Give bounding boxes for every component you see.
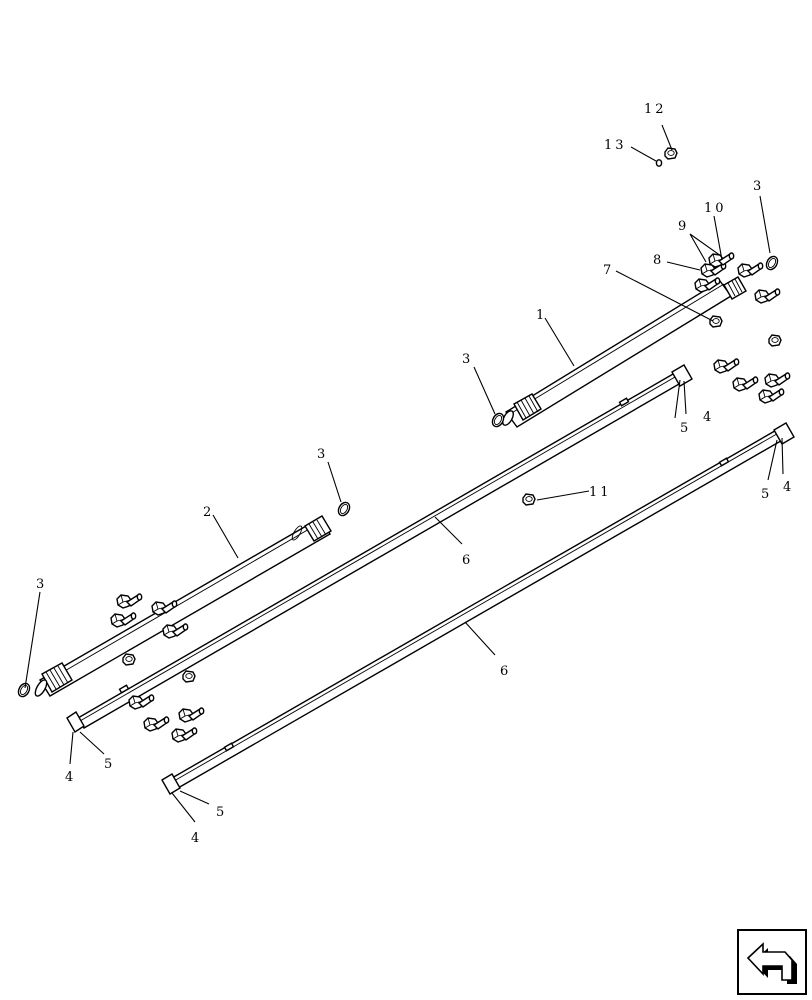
callout-1: 1 — [536, 308, 547, 323]
callout-3-mid: 3 — [317, 447, 328, 462]
rod-6-lower — [161, 422, 795, 795]
callout-12: 12 — [644, 102, 667, 117]
callout-labels: 12 13 10 9 8 3 7 1 3 4 5 11 4 5 3 2 6 3 … — [36, 102, 794, 846]
callout-5-right: 5 — [761, 487, 772, 502]
callout-11: 11 — [589, 485, 612, 500]
callout-3-left: 3 — [36, 577, 47, 592]
callout-4-right: 4 — [783, 480, 794, 495]
rod-6-upper — [66, 364, 693, 733]
return-arrow-icon — [746, 942, 797, 984]
callout-5-upper: 5 — [680, 421, 691, 436]
callout-3-upper-mid: 3 — [462, 352, 473, 367]
callout-4-upper: 4 — [703, 410, 714, 425]
callout-8: 8 — [653, 253, 664, 268]
callout-5-bottom: 5 — [216, 805, 227, 820]
callout-3-top-right: 3 — [753, 179, 764, 194]
snap-ring-3-upper-mid — [489, 410, 507, 430]
shaft-1 — [502, 276, 747, 428]
snap-ring-3-top-right — [763, 253, 781, 273]
callout-9: 9 — [678, 219, 689, 234]
callout-2: 2 — [203, 505, 214, 520]
washer-13 — [655, 159, 663, 167]
callout-10: 10 — [704, 201, 727, 216]
callout-7: 7 — [603, 263, 614, 278]
callout-5-left: 5 — [104, 757, 115, 772]
callout-13: 13 — [604, 138, 627, 153]
return-navigation-button[interactable] — [737, 929, 807, 995]
snap-ring-3-left — [15, 680, 33, 700]
callout-6-upper: 6 — [462, 553, 473, 568]
leader-lines — [24, 124, 784, 823]
shaft-2 — [34, 515, 332, 697]
callout-6-lower: 6 — [500, 664, 511, 679]
callout-4-left: 4 — [65, 770, 76, 785]
callout-4-bottom: 4 — [191, 831, 202, 846]
snap-ring-3-mid — [335, 499, 353, 519]
